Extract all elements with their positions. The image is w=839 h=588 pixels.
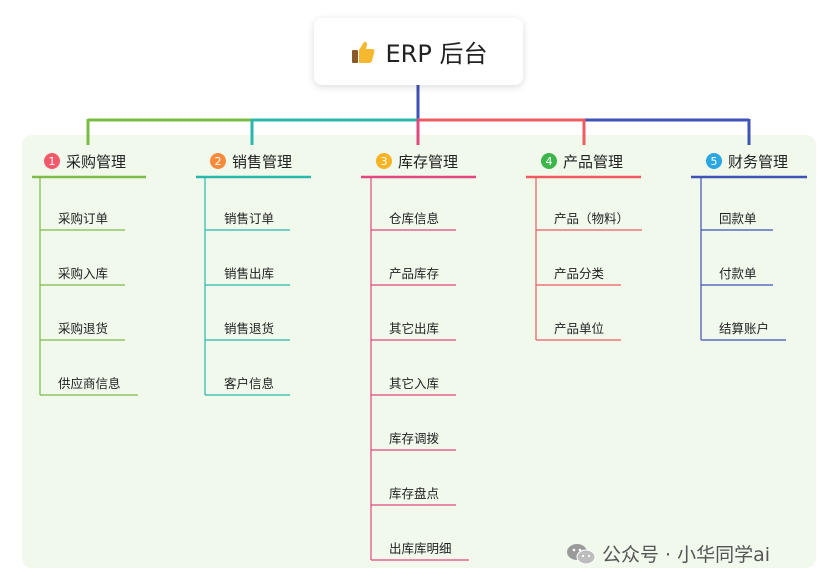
branch-finance[interactable]: 5 财务管理 (706, 148, 788, 174)
branch-label: 财务管理 (728, 152, 789, 171)
leaf-node[interactable]: 采购退货 (58, 321, 109, 336)
wechat-icon (567, 543, 596, 564)
leaf-node[interactable]: 销售订单 (224, 211, 275, 226)
leaf-node[interactable]: 产品库存 (389, 266, 440, 281)
branch-inventory[interactable]: 3 库存管理 (376, 148, 458, 174)
branch-label: 销售管理 (232, 152, 293, 171)
leaf-node[interactable]: 仓库信息 (389, 211, 440, 226)
leaf-node[interactable]: 付款单 (719, 266, 757, 281)
root-node[interactable]: ERP 后台 (314, 18, 523, 85)
leaf-node[interactable]: 产品分类 (554, 266, 605, 281)
leaf-node[interactable]: 销售出库 (224, 266, 275, 281)
leaf-node[interactable]: 销售退货 (224, 321, 275, 336)
watermark: 公众号 · 小华同学ai (566, 540, 770, 567)
leaf-node[interactable]: 其它入库 (389, 376, 440, 391)
branch-sales[interactable]: 2 销售管理 (210, 148, 292, 174)
leaf-node[interactable]: 其它出库 (389, 321, 440, 336)
leaf-node[interactable]: 客户信息 (224, 376, 275, 391)
branch-number-badge: 4 (541, 153, 557, 169)
leaf-node[interactable]: 采购入库 (58, 266, 109, 281)
leaf-node[interactable]: 结算账户 (719, 321, 770, 336)
diagram-background (22, 135, 816, 568)
branch-purchase[interactable]: 1 采购管理 (44, 148, 126, 174)
branch-product[interactable]: 4 产品管理 (541, 148, 623, 174)
leaf-node[interactable]: 库存调拨 (389, 431, 440, 446)
branch-number-badge: 1 (44, 153, 60, 169)
leaf-node[interactable]: 产品（物料） (554, 211, 630, 226)
branch-label: 产品管理 (563, 152, 624, 171)
branch-label: 采购管理 (66, 152, 127, 171)
branch-label: 库存管理 (398, 152, 459, 171)
branch-number-badge: 2 (210, 153, 226, 169)
branch-number-badge: 3 (376, 153, 392, 169)
branch-number-badge: 5 (706, 153, 722, 169)
root-title: ERP 后台 (385, 40, 488, 68)
leaf-node[interactable]: 产品单位 (554, 321, 605, 336)
leaf-node[interactable]: 出库库明细 (389, 541, 452, 556)
thumbs-up-icon (351, 41, 374, 63)
leaf-node[interactable]: 供应商信息 (58, 376, 121, 391)
leaf-node[interactable]: 库存盘点 (389, 486, 440, 501)
leaf-node[interactable]: 采购订单 (58, 211, 109, 226)
leaf-node[interactable]: 回款单 (719, 211, 757, 226)
watermark-text: 公众号 · 小华同学ai (602, 544, 771, 566)
